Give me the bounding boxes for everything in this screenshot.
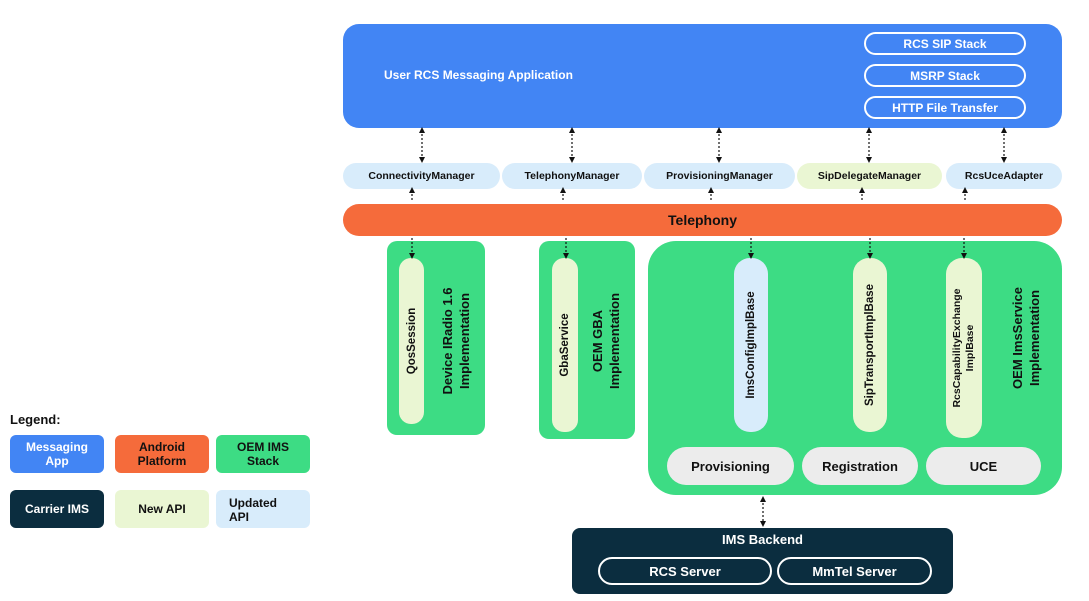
legend-title: Legend:: [10, 412, 61, 427]
legend-oem-ims-stack-line2: Stack: [246, 454, 279, 468]
qos-session-pill: QosSession: [399, 258, 424, 424]
sip-delegate-manager: SipDelegateManager: [797, 163, 942, 189]
uce-component: UCE: [926, 447, 1041, 485]
legend-android-platform-line2: Platform: [137, 454, 187, 468]
gba-service-pill: GbaService: [552, 258, 578, 432]
telephony-manager: TelephonyManager: [502, 163, 642, 189]
sip-transport-impl-base-pill: SipTransportImplBase: [853, 258, 887, 432]
rcs-uce-adapter: RcsUceAdapter: [946, 163, 1062, 189]
mmtel-server: MmTel Server: [777, 557, 932, 585]
legend-oem-ims-stack-line1: OEM IMS: [236, 440, 289, 454]
legend-updated-api-line2: API: [229, 510, 250, 524]
legend-carrier-ims: Carrier IMS: [10, 490, 104, 528]
legend-messaging-app-line2: App: [45, 454, 69, 468]
telephony-bar: Telephony: [343, 204, 1062, 236]
legend-updated-api: Updated API: [216, 490, 310, 528]
msrp-stack: MSRP Stack: [864, 64, 1026, 87]
legend-updated-api-line1: Updated: [229, 496, 277, 510]
legend-messaging-app-line1: Messaging: [25, 440, 88, 454]
rcs-server: RCS Server: [598, 557, 772, 585]
legend-new-api: New API: [115, 490, 209, 528]
rcs-capability-exchange-pill: RcsCapabilityExchange ImplBase: [946, 258, 982, 438]
connectivity-manager: ConnectivityManager: [343, 163, 500, 189]
provisioning-manager: ProvisioningManager: [644, 163, 795, 189]
messaging-app-block: [343, 24, 1062, 128]
rcs-sip-stack: RCS SIP Stack: [864, 32, 1026, 55]
ims-backend-title: IMS Backend: [722, 532, 803, 547]
provisioning-component: Provisioning: [667, 447, 794, 485]
registration-component: Registration: [802, 447, 918, 485]
http-file-transfer: HTTP File Transfer: [864, 96, 1026, 119]
ims-config-impl-base-pill: ImsConfigImplBase: [734, 258, 768, 432]
messaging-app-title: User RCS Messaging Application: [384, 68, 573, 82]
legend-android-platform-line1: Android: [139, 440, 185, 454]
